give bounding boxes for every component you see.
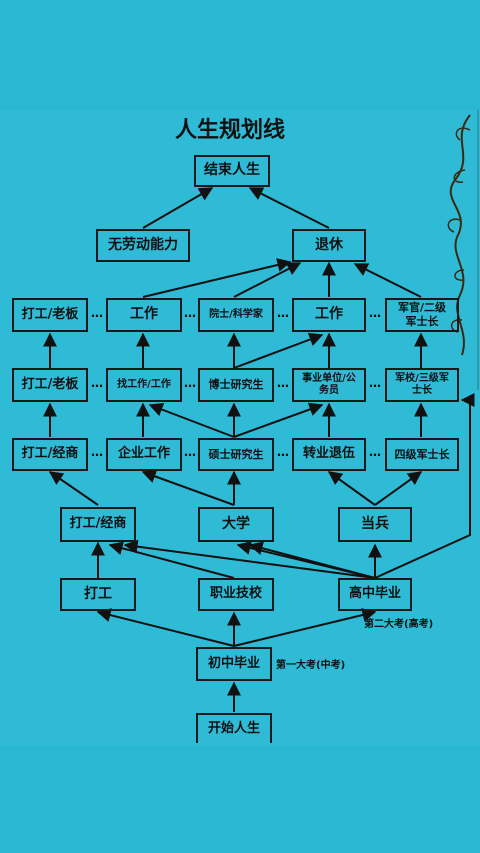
arrow-soldier-sergeant bbox=[374, 471, 423, 506]
note-exam1: 第一大考(中考) bbox=[276, 660, 346, 671]
node-r5-findjob: 找工作/工作 bbox=[106, 368, 182, 402]
arrow-highschool-university2 bbox=[248, 541, 376, 579]
node-junior: 初中毕业 bbox=[196, 647, 272, 681]
dots-r6-3: … bbox=[277, 306, 289, 320]
node-r6-officer: 军官/二级军士长 bbox=[385, 298, 459, 332]
node-r4-master: 硕士研究生 bbox=[198, 438, 274, 471]
node-start: 开始人生 bbox=[196, 713, 272, 743]
arrow-master-findjob bbox=[148, 402, 235, 438]
node-retire: 退休 bbox=[292, 229, 366, 262]
node-r6-academician: 院士/科学家 bbox=[198, 298, 274, 332]
node-r6-boss: 打工/老板 bbox=[12, 298, 88, 332]
arrow-junior-work bbox=[96, 608, 235, 647]
node-r6-work2: 工作 bbox=[292, 298, 366, 332]
arrow-soldier-transfer bbox=[327, 471, 376, 506]
node-end-life: 结束人生 bbox=[194, 155, 270, 187]
node-r3-university: 大学 bbox=[198, 507, 274, 542]
arrow-work-retire bbox=[142, 258, 292, 298]
dots-r5-3: … bbox=[277, 376, 289, 390]
node-r3-soldier: 当兵 bbox=[338, 507, 412, 542]
dots-r5-1: … bbox=[91, 376, 103, 390]
arrow-highschool-military bbox=[374, 393, 475, 579]
node-r2-highschool: 高中毕业 bbox=[338, 578, 412, 611]
arrow-phd-work2 bbox=[233, 332, 324, 369]
arrow-master-public bbox=[233, 402, 324, 438]
arrow-retire-end bbox=[248, 187, 330, 229]
arrow-academician-retire bbox=[233, 262, 302, 298]
dots-r6-4: … bbox=[369, 306, 381, 320]
node-r3-business: 打工/经商 bbox=[60, 507, 136, 542]
dots-r4-1: … bbox=[91, 445, 103, 459]
dots-r6-1: … bbox=[91, 306, 103, 320]
node-r2-work: 打工 bbox=[60, 578, 136, 611]
note-exam2: 第二大考(高考) bbox=[364, 619, 434, 630]
arrow-officer-retire bbox=[353, 263, 422, 298]
chart-title: 人生规划线 bbox=[174, 118, 285, 143]
dots-r4-3: … bbox=[277, 445, 289, 459]
node-r4-enterprise: 企业工作 bbox=[106, 438, 182, 471]
node-r5-military-school: 军校/三级军士长 bbox=[385, 368, 459, 402]
node-r5-phd: 博士研究生 bbox=[198, 368, 274, 402]
node-no-labor: 无劳动能力 bbox=[96, 229, 190, 262]
node-r6-work: 工作 bbox=[106, 298, 182, 332]
arrow-junior-highschool bbox=[233, 608, 377, 647]
arrow-business-row4 bbox=[48, 471, 99, 506]
arrow-highschool-business bbox=[123, 539, 376, 579]
dots-r4-4: … bbox=[369, 445, 381, 459]
node-r5-boss: 打工/老板 bbox=[12, 368, 88, 402]
arrow-university-enterprise bbox=[141, 469, 235, 506]
node-r5-public: 事业单位/公务员 bbox=[292, 368, 366, 402]
dots-r5-4: … bbox=[369, 376, 381, 390]
arrow-nolabor-end bbox=[142, 187, 214, 229]
dots-r4-2: … bbox=[184, 445, 196, 459]
node-r4-business: 打工/经商 bbox=[12, 438, 88, 471]
node-r4-transfer: 转业退伍 bbox=[292, 438, 366, 471]
node-r2-vocational: 职业技校 bbox=[198, 578, 274, 611]
dots-r6-2: … bbox=[184, 306, 196, 320]
arrow-vocational-business bbox=[108, 541, 235, 579]
dots-r5-2: … bbox=[184, 376, 196, 390]
node-r4-sergeant: 四级军士长 bbox=[385, 438, 459, 471]
diagram-panel bbox=[0, 110, 480, 745]
